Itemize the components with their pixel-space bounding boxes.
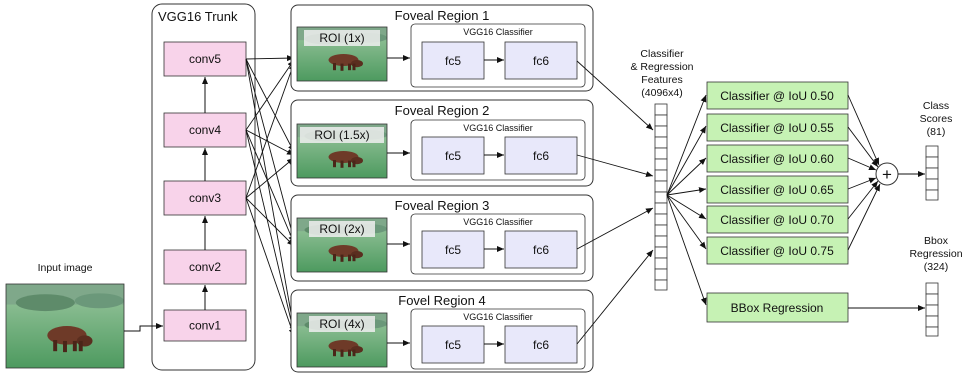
class-scores-line1: Class: [923, 100, 949, 112]
conv4-label: conv4: [189, 123, 221, 137]
roi-3-image: [296, 217, 388, 273]
classifier-head-065-label: Classifier @ IoU 0.65: [720, 183, 834, 197]
fc5-label-3: fc5: [445, 243, 461, 257]
fc6-block-3: fc6: [504, 230, 578, 269]
classifier-head-070: Classifier @ IoU 0.70: [706, 205, 849, 234]
bbox-output-label: Bbox Regression (324): [909, 235, 962, 273]
input-to-conv1-arrow: [124, 323, 163, 332]
conv4-block: conv4: [163, 112, 247, 148]
input-image: [5, 283, 125, 369]
region-4-arrows: [387, 340, 504, 347]
roi-1-label: ROI (1x): [319, 31, 364, 45]
fc6-to-features-arrows: [576, 60, 654, 345]
classifier-head-075-label: Classifier @ IoU 0.75: [720, 244, 834, 258]
conv5-block: conv5: [163, 41, 247, 77]
fc6-block-1: fc6: [504, 41, 578, 80]
class-scores-label: Class Scores (81): [920, 100, 953, 138]
classifier-head-075: Classifier @ IoU 0.75: [706, 236, 849, 265]
fc6-block-2: fc6: [504, 136, 578, 175]
fc6-label-4: fc6: [533, 338, 549, 352]
classifier-2-title: VGG16 Classifier: [463, 123, 533, 133]
fc6-label-1: fc6: [533, 54, 549, 68]
features-label-line4: (4096x4): [641, 87, 682, 99]
roi-2-image: [296, 123, 388, 179]
conv-to-roi-arrows: [245, 55, 296, 337]
class-scores-vector: [925, 145, 939, 201]
region-4-title: Fovel Region 4: [398, 293, 485, 308]
bbox-regression-head-label: BBox Regression: [731, 301, 824, 315]
features-label: Classifier & Regression Features (4096x4…: [630, 48, 693, 99]
classifier-head-060: Classifier @ IoU 0.60: [706, 144, 849, 173]
roi-1-image: [296, 26, 388, 82]
foveal-region-1: Foveal Region 1 ROI (1x) VGG16 Classifie…: [290, 4, 594, 92]
fc5-block-2: fc5: [421, 136, 485, 175]
region-3-title: Foveal Region 3: [395, 198, 490, 213]
heads-to-sum-arrows: [847, 94, 881, 251]
classifier-head-065: Classifier @ IoU 0.65: [706, 175, 849, 204]
roi-3-label: ROI (2x): [319, 222, 364, 236]
conv3-label: conv3: [189, 191, 221, 205]
classifier-4-title: VGG16 Classifier: [463, 312, 533, 322]
fc6-label-3: fc6: [533, 243, 549, 257]
region-2-title: Foveal Region 2: [395, 103, 490, 118]
classifier-head-070-label: Classifier @ IoU 0.70: [720, 213, 834, 227]
classifier-head-060-label: Classifier @ IoU 0.60: [720, 152, 834, 166]
roi-4-label: ROI (4x): [319, 317, 364, 331]
bbox-output-line2: Regression: [909, 248, 962, 260]
conv1-label: conv1: [189, 319, 221, 333]
region-3-arrows: [387, 241, 504, 252]
class-scores-line3: (81): [927, 126, 946, 138]
conv3-block: conv3: [163, 180, 247, 216]
class-scores-line2: Scores: [920, 113, 953, 125]
fc5-label-1: fc5: [445, 54, 461, 68]
trunk-title: VGG16 Trunk: [158, 9, 238, 24]
roi-4-image: [296, 312, 388, 368]
roi-2-label: ROI (1.5x): [314, 128, 369, 142]
fc5-label-2: fc5: [445, 149, 461, 163]
sum-node: +: [875, 162, 899, 186]
classifier-head-055-label: Classifier @ IoU 0.55: [720, 121, 834, 135]
region-2-arrows: [387, 150, 504, 158]
features-label-line3: Features: [641, 74, 682, 86]
bbox-output-line1: Bbox: [924, 235, 949, 247]
features-to-heads-arrows: [666, 94, 707, 306]
classifier-head-050: Classifier @ IoU 0.50: [706, 81, 849, 110]
foveal-region-3: Foveal Region 3 ROI (2x) VGG16 Classifie…: [290, 194, 594, 282]
foveal-region-4: Fovel Region 4 ROI (4x) VGG16 Classifier…: [290, 289, 594, 373]
features-label-line2: & Regression: [630, 61, 693, 73]
bbox-regression-head: BBox Regression: [706, 292, 849, 323]
classifier-head-050-label: Classifier @ IoU 0.50: [720, 89, 834, 103]
classifier-3-title: VGG16 Classifier: [463, 217, 533, 227]
classifier-head-055: Classifier @ IoU 0.55: [706, 113, 849, 142]
conv2-block: conv2: [163, 249, 247, 285]
fc5-block-3: fc5: [421, 230, 485, 269]
fc6-label-2: fc6: [533, 149, 549, 163]
classifier-1-title: VGG16 Classifier: [463, 27, 533, 37]
fc5-label-4: fc5: [445, 338, 461, 352]
conv5-label: conv5: [189, 52, 221, 66]
fc5-block-4: fc5: [421, 325, 485, 364]
conv2-label: conv2: [189, 260, 221, 274]
bbox-output-vector: [925, 282, 939, 337]
feature-vector: [654, 103, 668, 291]
features-label-line1: Classifier: [640, 48, 684, 60]
conv1-block: conv1: [163, 309, 247, 342]
foveal-region-2: Foveal Region 2 ROI (1.5x) VGG16 Classif…: [290, 99, 594, 187]
fc5-block-1: fc5: [421, 41, 485, 80]
fc6-block-4: fc6: [504, 325, 578, 364]
bbox-output-line3: (324): [924, 261, 949, 273]
region-1-title: Foveal Region 1: [395, 8, 490, 23]
sum-symbol: +: [882, 165, 892, 184]
input-image-label: Input image: [38, 262, 93, 274]
region-1-arrows: [387, 55, 504, 63]
